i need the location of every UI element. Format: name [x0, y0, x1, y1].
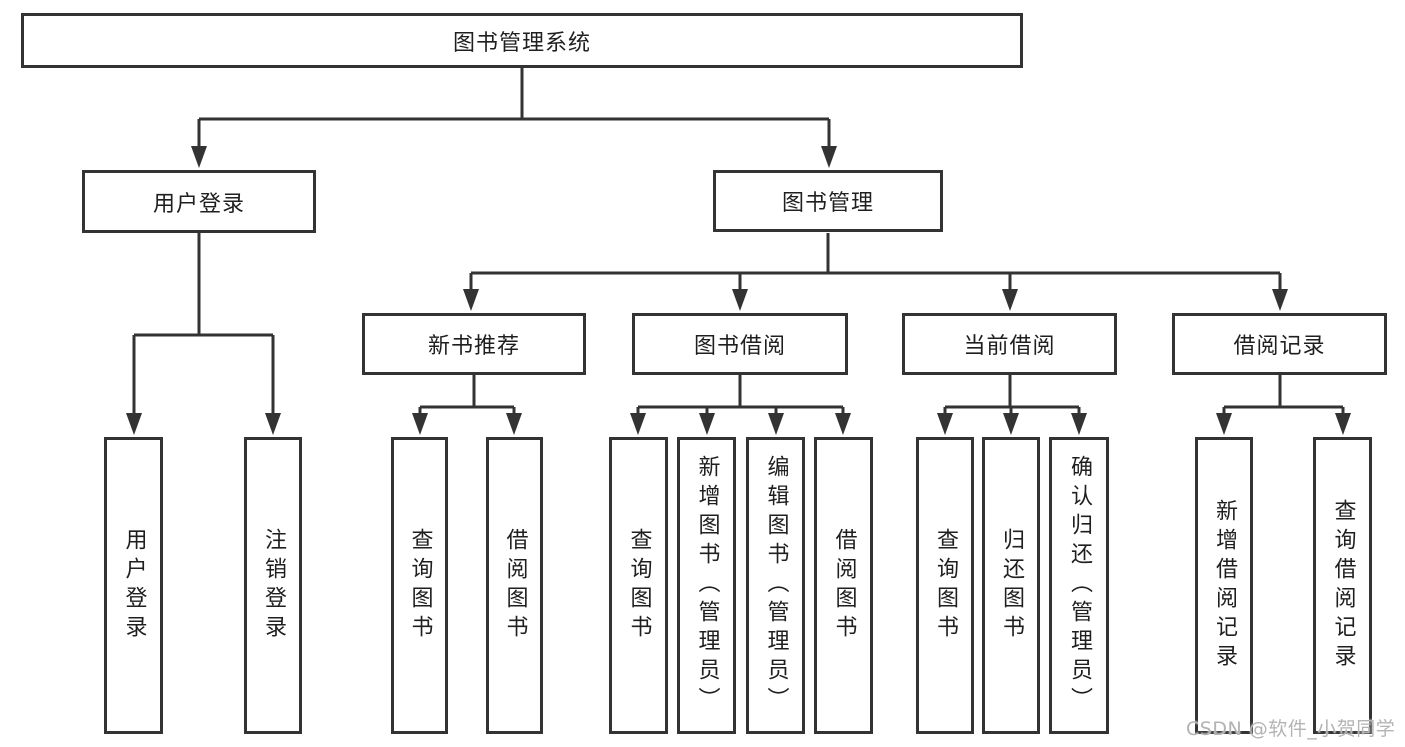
node-label: 借阅图书: [831, 527, 857, 644]
leaf-query-borrow-record: 查询借阅记录: [1313, 437, 1372, 734]
node-book-management: 图书管理: [713, 170, 943, 232]
leaf-query-books-current: 查询图书: [916, 437, 974, 734]
leaf-borrow-books-recommend: 借阅图书: [486, 437, 543, 734]
leaf-edit-books-admin: 编辑图书（管理员）: [746, 437, 805, 734]
node-label: 借阅记录: [1233, 334, 1326, 359]
node-label: 当前借阅: [963, 334, 1056, 359]
node-label: 查询图书: [933, 527, 958, 644]
node-label: 新增图书（管理员）: [694, 455, 720, 716]
node-label: 用户登录: [152, 191, 245, 217]
node-label: 新书推荐: [427, 334, 520, 359]
node-user-login: 用户登录: [82, 170, 316, 233]
tree-connectors: [126, 68, 1351, 435]
node-label: 确认归还（管理员）: [1067, 455, 1092, 716]
leaf-confirm-return-admin: 确认归还（管理员）: [1049, 437, 1109, 734]
node-label: 编辑图书（管理员）: [763, 455, 789, 716]
node-label: 新增借阅记录: [1212, 498, 1237, 673]
node-label: 查询图书: [626, 527, 652, 644]
leaf-query-books-recommend: 查询图书: [391, 437, 448, 734]
node-current-borrowing: 当前借阅: [902, 313, 1117, 375]
leaf-query-books-borrowing: 查询图书: [609, 437, 668, 734]
node-label: 用户登录: [121, 527, 147, 644]
node-label: 图书管理: [781, 191, 874, 216]
leaf-add-borrow-record: 新增借阅记录: [1195, 437, 1253, 734]
leaf-user-login: 用户登录: [104, 437, 163, 734]
node-label: 注销登录: [261, 527, 286, 644]
leaf-logout: 注销登录: [244, 437, 302, 734]
leaf-add-books-admin: 新增图书（管理员）: [677, 437, 736, 734]
node-label: 图书管理系统: [452, 30, 591, 56]
leaf-borrow-books-borrowing: 借阅图书: [814, 437, 873, 734]
csdn-watermark: CSDN @软件_小贺同学: [1186, 718, 1396, 740]
node-new-book-recommend: 新书推荐: [362, 313, 586, 375]
node-label: 归还图书: [999, 527, 1024, 644]
node-book-borrowing: 图书借阅: [632, 313, 848, 375]
node-library-management-system: 图书管理系统: [21, 13, 1023, 68]
node-borrowing-records: 借阅记录: [1172, 313, 1387, 375]
node-label: 借阅图书: [502, 527, 528, 644]
node-label: 查询图书: [407, 527, 433, 644]
node-label: 图书借阅: [693, 334, 786, 359]
node-label: 查询借阅记录: [1330, 498, 1356, 673]
leaf-return-books: 归还图书: [982, 437, 1040, 734]
